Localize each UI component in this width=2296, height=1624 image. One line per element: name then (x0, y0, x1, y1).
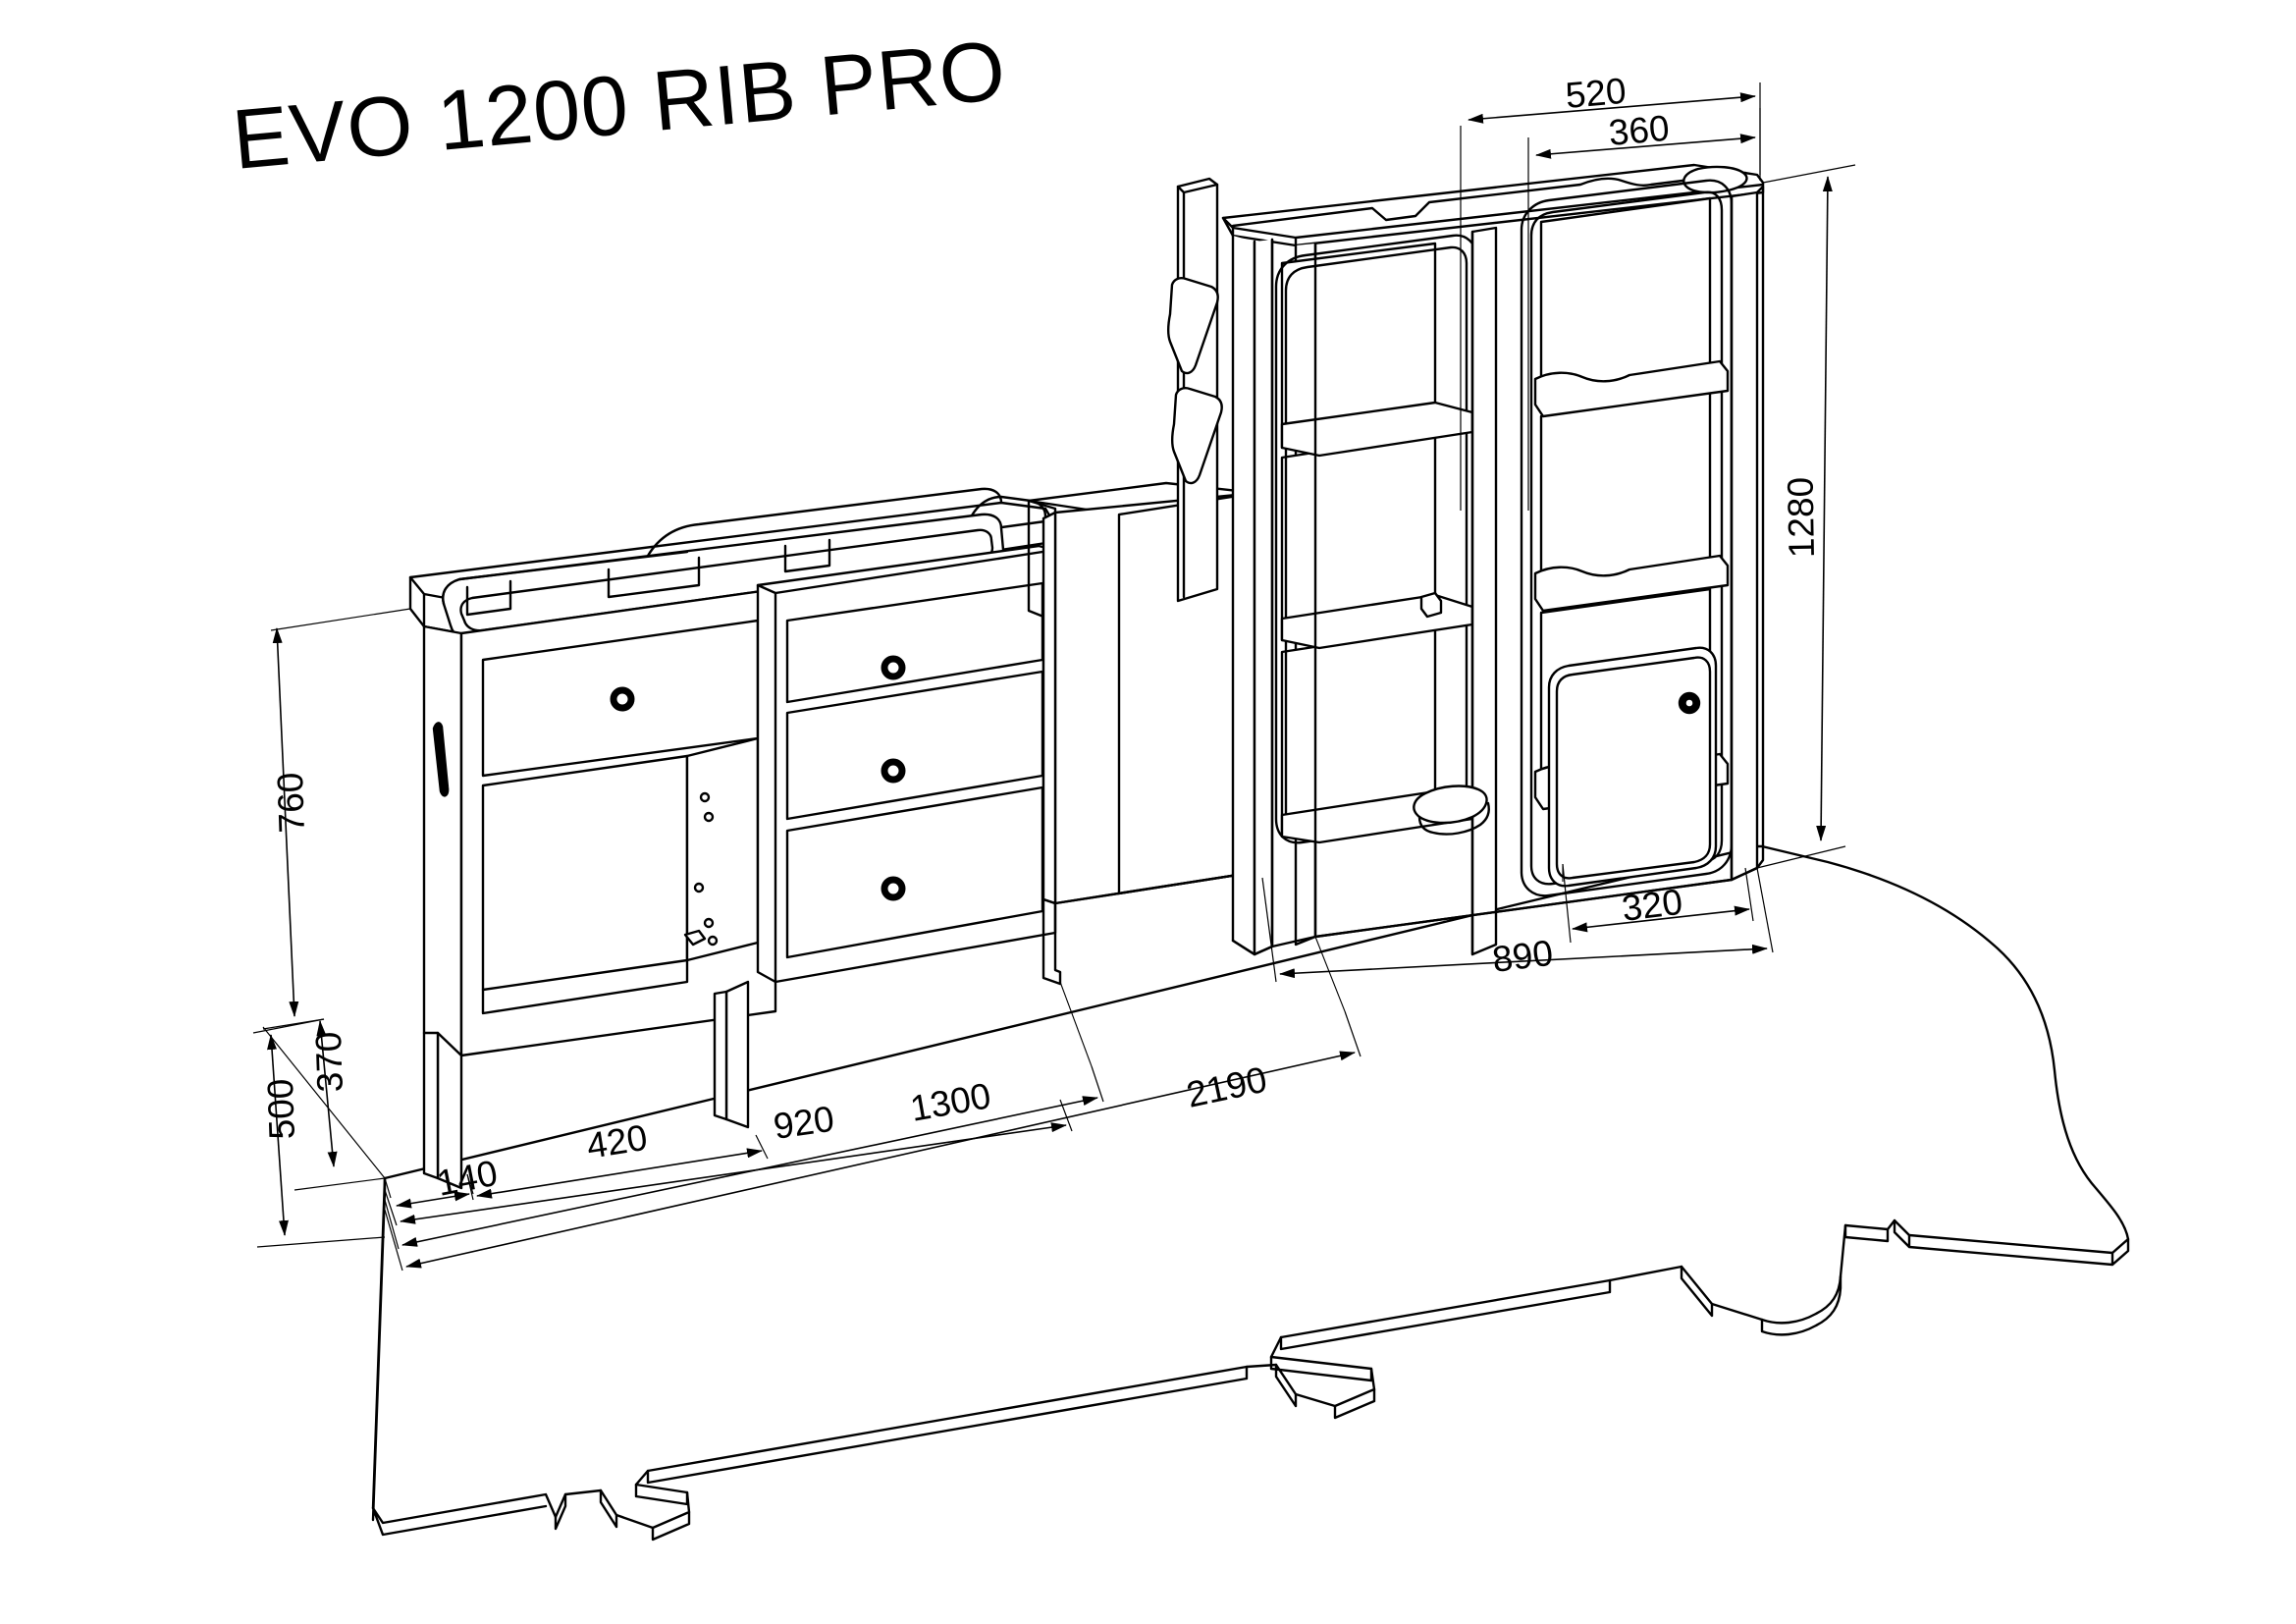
ext-890-right (1756, 867, 1774, 953)
tower-slot-lower (1170, 387, 1223, 485)
sink-worktop-unit (408, 487, 1054, 1190)
leg-front-left-side (422, 1031, 440, 1180)
dim-890: 890 (1261, 867, 1774, 983)
drawer-unit-edge (756, 548, 1057, 984)
side-cabinet-front-face (1053, 491, 1258, 905)
drawer-unit (756, 544, 1057, 984)
ext-1300-left (384, 1199, 400, 1250)
side-cabinet-base (1041, 870, 1258, 905)
tower-base-line (1231, 866, 1759, 956)
dim-1280-label: 1280 (1781, 477, 1822, 559)
tower-right-post (1730, 190, 1759, 882)
ext-140-left (384, 1177, 392, 1199)
ext-1280-bottom (1756, 845, 1846, 869)
bay-latch-block (1419, 591, 1443, 619)
small-door-latch[interactable] (1678, 691, 1701, 715)
ext-920-left (384, 1189, 398, 1226)
ext-890-left (1261, 877, 1277, 983)
tower-left-post-2 (1253, 238, 1274, 956)
ext-370-bottom (294, 1177, 386, 1191)
dim-320-label: 320 (1620, 882, 1684, 929)
ext-760-top (270, 608, 411, 631)
tower-right-opening-inner (1529, 190, 1724, 886)
dimline-1280 (1816, 176, 1833, 841)
ext-2190-right (1344, 1010, 1362, 1057)
cabinet-base-rail (481, 958, 689, 1015)
dim-760: 760 (262, 608, 411, 1179)
dim-500: 500 (252, 1018, 386, 1248)
ext-320-left (1562, 863, 1572, 944)
sink-cabinet-left-face (422, 624, 463, 1057)
sink-back-rim (646, 487, 1003, 558)
small-door[interactable] (1547, 646, 1718, 888)
shelf-pin-a (699, 791, 711, 803)
side-cabinet-front-left (1041, 511, 1057, 905)
tower-right-post-edge (1755, 185, 1765, 870)
tower-slot-upper (1166, 277, 1219, 375)
tower-right-shelf-2 (1533, 554, 1730, 613)
dimline-2190 (405, 1051, 1356, 1269)
dimline-520 (1468, 92, 1756, 124)
projection-guides (1059, 864, 1564, 1067)
guide-b (1314, 936, 1346, 1012)
tower-left-post (1231, 234, 1256, 956)
leg-front-right-side (713, 990, 728, 1121)
dim-360-label: 360 (1607, 108, 1671, 153)
drawing-title: EVO 1200 RIB PRO (229, 24, 1010, 188)
sink-notch-mid (607, 556, 701, 599)
dimline-320 (1572, 905, 1750, 933)
title-text: EVO 1200 RIB PRO (229, 24, 1010, 188)
dim-520-label: 520 (1564, 71, 1628, 116)
tower-top-cup (1682, 165, 1748, 194)
ext-1280-top (1762, 164, 1856, 184)
oval-hand-cutout-depth (1417, 801, 1490, 836)
dimension-annotations: 520 360 1280 760 (252, 71, 1856, 1272)
dim-500-label: 500 (260, 1078, 302, 1140)
dim-320: 320 (1562, 863, 1754, 944)
dim-370-label: 370 (308, 1031, 350, 1093)
sink-notch-right (783, 538, 831, 573)
guide-a (1059, 981, 1093, 1067)
sink-cabinet-opening (481, 754, 689, 992)
dimline-760 (272, 627, 299, 1017)
dim-920-label: 920 (771, 1099, 836, 1147)
oval-hand-cutout (1413, 785, 1488, 825)
dim-1280: 1280 (1756, 164, 1856, 869)
sink-cabinet-inner-panel (685, 736, 760, 962)
dim-760-label: 760 (270, 772, 312, 834)
side-cabinet (1027, 481, 1258, 986)
hinge-block (683, 929, 707, 947)
sink-notch-left (465, 579, 512, 617)
dimline-500 (267, 1034, 289, 1236)
shelf-pin-b (703, 811, 715, 823)
shelf-pin-d (703, 917, 715, 929)
dimline-370 (316, 1020, 338, 1167)
leg-front-right (724, 980, 750, 1129)
dim-360: 360 (1527, 108, 1761, 511)
drawer-2-knob[interactable] (884, 762, 902, 780)
tower-top-wave (1231, 171, 1747, 228)
tower-center-divider (1470, 226, 1498, 956)
ext-500-bottom (256, 1236, 386, 1248)
sink-drawer-knob[interactable] (614, 690, 631, 708)
ext-320-right (1744, 867, 1754, 922)
dimline-890 (1279, 944, 1768, 979)
sink-corner-rim (970, 495, 1047, 518)
shelf-pin-e (707, 935, 719, 947)
tower-right-shelf-1 (1533, 359, 1730, 418)
ext-2190-left (384, 1209, 403, 1272)
side-grab-slot (432, 722, 450, 797)
drawer-1-knob[interactable] (884, 659, 902, 677)
drawer-3-knob[interactable] (884, 880, 902, 897)
dim-890-label: 890 (1490, 933, 1555, 980)
shelf-pin-c (693, 882, 705, 893)
sink-front-rim (442, 550, 689, 606)
shelf-tower (1166, 163, 1765, 956)
dimline-360 (1535, 134, 1756, 159)
ext-500-top (252, 1018, 325, 1034)
